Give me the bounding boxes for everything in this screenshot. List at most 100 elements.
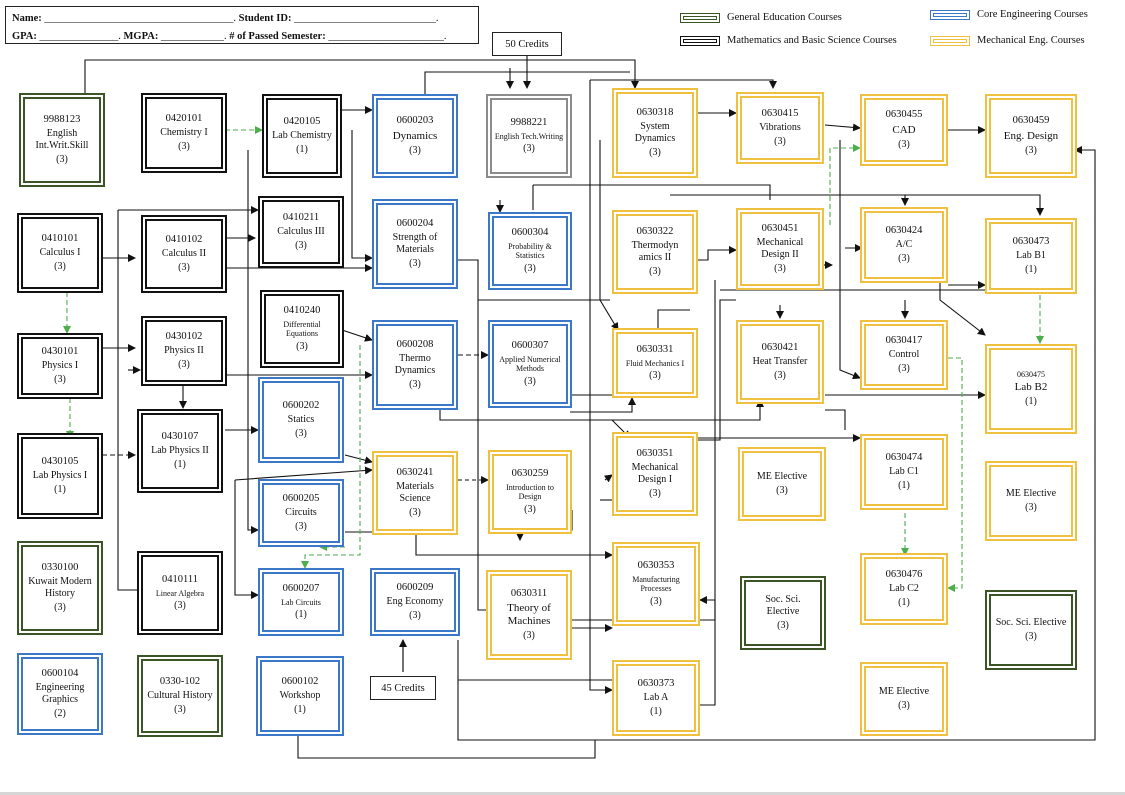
course-code: 0630353 (637, 560, 675, 572)
course-node[interactable]: 0430105 Lab Physics I (1) (17, 433, 103, 519)
course-node[interactable]: 0630421 Heat Transfer (3) (736, 320, 824, 404)
course-node[interactable]: 0600209 Eng Economy (3) (370, 568, 460, 636)
course-node[interactable]: 0600208 Thermo Dynamics (3) (372, 320, 458, 410)
course-credits: (3) (774, 136, 786, 148)
course-credits: (3) (777, 619, 789, 631)
course-node[interactable]: 0630475 Lab B2 (1) (985, 344, 1077, 434)
course-node[interactable]: 0630474 Lab C1 (1) (860, 434, 948, 510)
course-code: 0430102 (165, 331, 203, 343)
course-name: Strength of Materials (392, 232, 438, 256)
legend-label: Mathematics and Basic Science Courses (727, 35, 897, 46)
course-node[interactable]: 0330100 Kuwait Modern History (3) (17, 541, 103, 635)
course-node[interactable]: 0410101 Calculus I (3) (17, 213, 103, 293)
course-node[interactable]: 0630459 Eng. Design (3) (985, 94, 1077, 178)
legend-label: General Education Courses (727, 12, 842, 23)
course-name: Lab B1 (1016, 250, 1046, 262)
course-node[interactable]: 0330-102 Cultural History (3) (137, 655, 223, 737)
course-code: 0630415 (761, 108, 799, 120)
course-name: A/C (895, 239, 913, 251)
course-node[interactable]: 0630351 Mechanical Design I (3) (612, 432, 698, 516)
course-code: 0630351 (636, 448, 674, 460)
course-code: 0600209 (396, 582, 434, 594)
course-node[interactable]: Soc. Sci. Elective (3) (985, 590, 1077, 670)
course-node[interactable]: ME Elective (3) (985, 461, 1077, 541)
course-node[interactable]: 0410240 Differential Equations (3) (260, 290, 344, 368)
course-node[interactable]: Soc. Sci. Elective (3) (740, 576, 826, 650)
course-node[interactable]: 0600207 Lab Circuits (1) (258, 568, 344, 636)
course-name: Physics II (164, 345, 204, 357)
course-name: Dynamics (392, 129, 438, 142)
course-node[interactable]: 0600307 Applied Numerical Methods (3) (488, 320, 572, 408)
course-node[interactable]: 0630353 Manufacturing Processes (3) (612, 542, 700, 626)
course-credits: (1) (296, 144, 308, 156)
legend-core-engineering: Core Engineering Courses (930, 9, 1088, 20)
course-code: 0410102 (165, 234, 203, 246)
course-credits: (3) (898, 363, 910, 375)
course-node[interactable]: 0600205 Circuits (3) (258, 479, 344, 547)
course-node[interactable]: 0600204 Strength of Materials (3) (372, 199, 458, 289)
course-node[interactable]: 0430107 Lab Physics II (1) (137, 409, 223, 493)
course-node[interactable]: 0630311 Theory of Machines (3) (486, 570, 572, 660)
legend-swatch-green (680, 12, 720, 23)
course-node[interactable]: 0630455 CAD (3) (860, 94, 948, 166)
course-code: 0330100 (41, 562, 79, 574)
course-node[interactable]: 0630476 Lab C2 (1) (860, 553, 948, 625)
course-credits: (1) (54, 484, 66, 496)
course-credits: (3) (650, 595, 662, 607)
course-node[interactable]: ME Elective (3) (738, 447, 826, 521)
course-node[interactable]: 0600202 Statics (3) (258, 377, 344, 463)
course-name: Fluid Mechanics I (625, 358, 685, 368)
legend-label: Mechanical Eng. Courses (977, 35, 1085, 46)
course-credits: (3) (174, 600, 186, 611)
course-code: 0330-102 (159, 676, 201, 688)
course-node[interactable]: 0410211 Calculus III (3) (258, 196, 344, 268)
course-name: Materials Science (396, 481, 434, 505)
legend-math-basic-science: Mathematics and Basic Science Courses (680, 35, 897, 46)
course-code: 0630473 (1012, 236, 1050, 248)
course-node[interactable]: 0600102 Workshop (1) (256, 656, 344, 736)
course-node[interactable]: 0600104 Engineering Graphics (2) (17, 653, 103, 735)
course-node[interactable]: 0630417 Control (3) (860, 320, 948, 390)
course-credits: (1) (898, 480, 910, 492)
course-node[interactable]: 0630451 Mechanical Design II (3) (736, 208, 824, 290)
course-code: 0410101 (41, 233, 79, 245)
course-node[interactable]: 9988221 English Tech.Writing (3) (486, 94, 572, 178)
course-node[interactable]: 0630259 Introduction to Design (3) (488, 450, 572, 534)
course-node[interactable]: 0430101 Physics I (3) (17, 333, 103, 399)
course-name: Engineering Graphics (35, 682, 85, 706)
course-code: 0430105 (41, 456, 79, 468)
course-node[interactable]: 0630424 A/C (3) (860, 207, 948, 283)
course-node[interactable]: 0630331 Fluid Mechanics I (3) (612, 328, 698, 398)
course-code: 0410240 (283, 305, 321, 317)
course-name: Differential Equations (283, 319, 321, 339)
course-node[interactable]: 0630318 System Dynamics (3) (612, 88, 698, 178)
course-node[interactable]: 0630373 Lab A (1) (612, 660, 700, 736)
course-node[interactable]: 0410111 Linear Algebra (3) (137, 551, 223, 635)
course-credits: (3) (54, 374, 66, 386)
course-node[interactable]: 0420105 Lab Chemistry (1) (262, 94, 342, 178)
course-node[interactable]: 0600203 Dynamics (3) (372, 94, 458, 178)
course-node[interactable]: 0420101 Chemistry I (3) (141, 93, 227, 173)
gpa-label: GPA (12, 31, 34, 43)
course-node[interactable]: 0430102 Physics II (3) (141, 316, 227, 386)
course-name: Kuwait Modern History (28, 576, 92, 600)
course-name: ME Elective (878, 686, 930, 698)
student-info-box: Name: __________________________________… (5, 6, 479, 44)
course-name: Chemistry I (160, 127, 208, 139)
course-node[interactable]: 0630473 Lab B1 (1) (985, 218, 1077, 294)
course-node[interactable]: 0600304 Probability & Statistics (3) (488, 212, 572, 290)
course-node[interactable]: 0630415 Vibrations (3) (736, 92, 824, 164)
course-code: 0410211 (282, 212, 320, 224)
course-name: Soc. Sci. Elective (765, 594, 801, 618)
course-name: Linear Algebra (155, 588, 205, 598)
course-node[interactable]: 9988123 English Int.Writ.Skill (3) (19, 93, 105, 187)
course-credits: (3) (409, 144, 421, 156)
course-code: 0600202 (282, 400, 320, 412)
course-node[interactable]: 0630241 Materials Science (3) (372, 451, 458, 535)
course-code: 0630241 (396, 467, 434, 479)
course-node[interactable]: ME Elective (3) (860, 662, 948, 736)
course-node[interactable]: 0630322 Thermodyn amics II (3) (612, 210, 698, 294)
course-name: Control (888, 349, 920, 361)
info-row-2: GPA: _______________. MGPA: ____________… (12, 31, 447, 43)
course-node[interactable]: 0410102 Calculus II (3) (141, 215, 227, 293)
